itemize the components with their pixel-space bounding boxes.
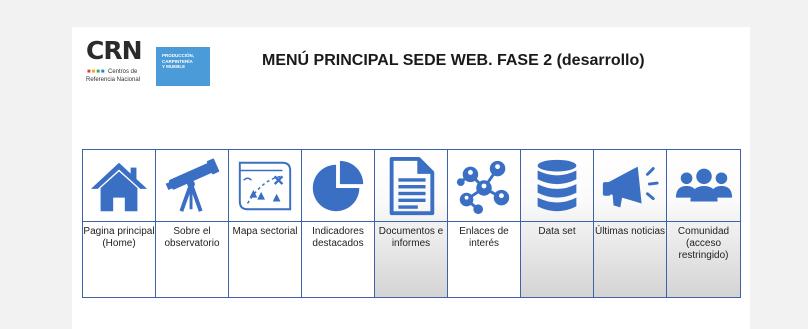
menu-item-home[interactable]: Pagina principal (Home) [83,150,156,297]
menu-item-label: Mapa sectorial [232,226,298,237]
menu-item-label: Enlaces de interés [459,226,509,249]
page-title: MENÚ PRINCIPAL SEDE WEB. FASE 2 (desarro… [262,52,645,69]
logo-tagline-line1: Centros de [108,69,138,75]
logo-box: PRODUCCIÓN, CARPINTERÍA Y MUEBLE [156,47,210,86]
menu-item-documents[interactable]: Documentos e informes [375,150,448,297]
pie-chart-icon [312,160,364,211]
menu-item-community[interactable]: Comunidad (acceso restringido) [667,150,740,297]
document-icon [389,156,435,215]
home-icon [90,162,148,211]
menu-item-label: Comunidad (acceso restringido) [677,226,730,261]
logo-tagline-line2: Referencia Nacional [86,77,141,83]
logo-dots: ■■■■ [87,69,106,75]
database-icon [537,159,577,211]
menu-item-about[interactable]: Sobre el observatorio [156,150,229,297]
menu-item-dataset[interactable]: Data set [521,150,594,297]
network-icon [456,160,510,214]
menu-item-links[interactable]: Enlaces de interés [448,150,521,297]
menu-item-news[interactable]: Últimas noticias [594,150,667,297]
community-icon [675,168,732,201]
logo-acronym: CRN [86,36,143,65]
logo-box-line: CARPINTERÍA [162,58,193,64]
slide: CRN ■■■■ Centros de Referencia Nacional … [72,27,750,329]
logo-box-line: Y MUEBLE [162,64,186,69]
main-menu: Pagina principal (Home) Sobre el observa… [82,149,741,298]
menu-item-label: Documentos e informes [378,226,444,249]
crn-logo: CRN ■■■■ Centros de Referencia Nacional … [86,36,226,90]
menu-item-label: Sobre el observatorio [164,226,220,249]
menu-item-sector-map[interactable]: Mapa sectorial [229,150,302,297]
menu-item-label: Últimas noticias [594,226,666,237]
menu-item-label: Indicadores destacados [312,226,364,249]
telescope-icon [165,158,220,212]
menu-item-label: Pagina principal (Home) [83,226,155,249]
menu-item-indicators[interactable]: Indicadores destacados [302,150,375,297]
logo-box-line: PRODUCCIÓN, [162,53,195,58]
megaphone-icon [602,166,659,207]
menu-item-label: Data set [538,226,576,237]
map-icon [238,161,292,210]
